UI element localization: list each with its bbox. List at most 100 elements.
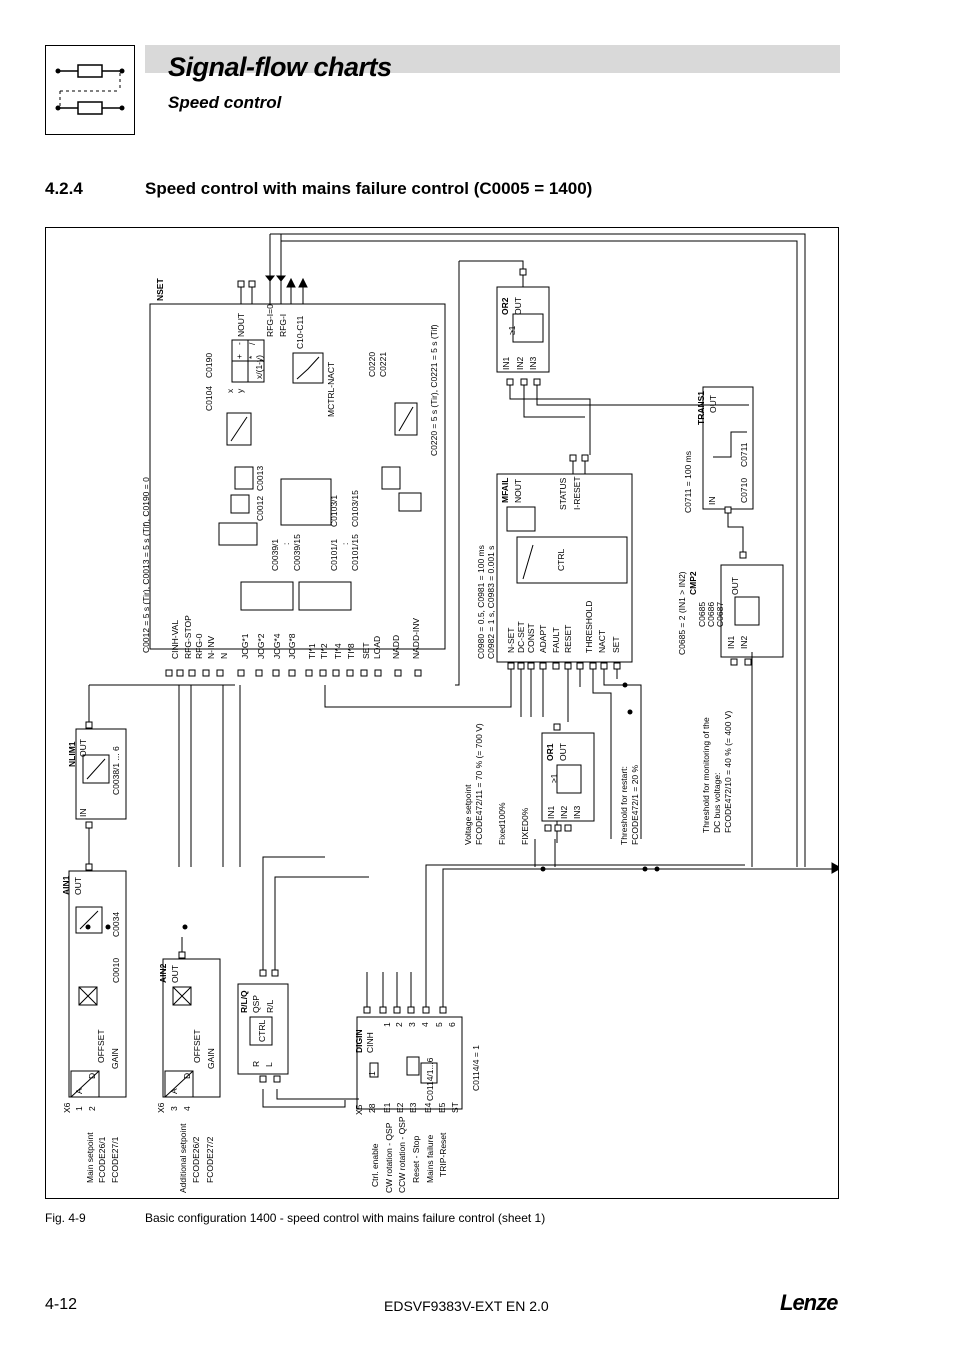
ain1-term-1: 1 xyxy=(74,1106,84,1111)
nlim1-out: OUT xyxy=(78,739,88,757)
or2-in3: IN3 xyxy=(528,357,538,371)
digin-title: DIGIN xyxy=(354,1029,364,1053)
digin-out-5: 5 xyxy=(434,1022,444,1027)
signal-flow-icon xyxy=(55,64,125,115)
label-mains-failure: Mains failure xyxy=(425,1135,435,1183)
label-reset-stop: Reset - Stop xyxy=(411,1135,421,1183)
label-fcode472-11: FCODE472/11 = 70 % (= 700 V) xyxy=(474,723,484,845)
ain1-code-c0034: C0034 xyxy=(111,912,121,937)
or2-out: OUT xyxy=(513,297,523,315)
mctrl-nact: MCTRL-NACT xyxy=(326,362,336,417)
code-c0220: C0220 xyxy=(367,352,377,377)
mfail-out-nout: NOUT xyxy=(513,479,523,503)
ain2-title: AIN2 xyxy=(158,963,168,983)
or1-out: OUT xyxy=(558,743,568,761)
ain2-term-3: 3 xyxy=(169,1106,179,1111)
ain1-d: D xyxy=(87,1073,97,1079)
rlq-title: R/L/Q xyxy=(239,990,249,1013)
trans1-in: IN xyxy=(707,497,717,506)
digin-term-e4: E4 xyxy=(423,1102,433,1113)
or2-title: OR2 xyxy=(500,297,510,315)
digin-term-e1: E1 xyxy=(382,1102,392,1113)
digin-out-1: 1 xyxy=(382,1022,392,1027)
code-c0101-1: C0101/1 xyxy=(329,539,339,571)
digin-one: 1 xyxy=(367,1071,377,1076)
cmp2-labels: CMP2 OUT IN1 IN2 C0685 C0686 C0687 C0685… xyxy=(677,571,749,655)
trans1-title: TRANS1 xyxy=(696,391,706,425)
nset-labels: NSET CINH-VAL RFG-STOP RFG-0 N-INV N JOG… xyxy=(141,278,439,659)
nset-in-jog4: JOG*4 xyxy=(272,633,282,659)
mfail-in-dcset: DC-SET xyxy=(516,621,526,653)
nset-out-rfg-i: RFG-I xyxy=(278,314,288,337)
nlim1-title: NLIM1 xyxy=(67,741,77,767)
ain1-title: AIN1 xyxy=(61,875,71,895)
external-labels: Main setpoint FCODE26/1 FCODE27/1 Additi… xyxy=(85,710,733,1193)
op-plus: + xyxy=(234,354,244,359)
cmp2-title: CMP2 xyxy=(688,571,698,595)
nlim1-code: C0038/1 ... 6 xyxy=(111,746,121,795)
nset-in-rfg-stop: RFG-STOP xyxy=(183,615,193,659)
label-fcode26-2: FCODE26/2 xyxy=(191,1136,201,1183)
mfail-in-reset: RESET xyxy=(563,625,573,653)
dots-c0039: : xyxy=(281,543,291,545)
ain1-gain: GAIN xyxy=(110,1048,120,1069)
trans1-labels: TRANS1 OUT IN C0710 C0711 C0711 = 100 ms xyxy=(683,391,749,513)
mfail-note2: C0982 = 1 s, C0983 = 0.001 s xyxy=(486,546,496,659)
label-ccw-rotation: CCW rotation - QSP xyxy=(397,1116,407,1193)
rlq-out-qsp: QSP xyxy=(251,995,261,1013)
or1-in2: IN2 xyxy=(559,806,569,820)
nset-in-set: SET xyxy=(361,642,371,659)
or1-in3: IN3 xyxy=(572,806,582,820)
nlim1-labels: NLIM1 OUT IN C0038/1 ... 6 xyxy=(67,739,121,817)
label-fcode26-1: FCODE26/1 xyxy=(97,1136,107,1183)
digin-x5: X5 xyxy=(354,1104,364,1115)
ain1-code-c0010: C0010 xyxy=(111,958,121,983)
digin-cinh: CINH xyxy=(365,1032,375,1053)
rlq-in-l: L xyxy=(264,1062,274,1067)
digin-note: C0114/4 = 1 xyxy=(471,1045,481,1091)
mfail-title: MFAIL xyxy=(500,478,510,504)
or2-in2: IN2 xyxy=(515,357,525,371)
label-dcbus-threshold: Threshold for monitoring of the xyxy=(701,717,711,833)
code-c0012: C0012 xyxy=(255,496,265,521)
code-c0103-15: C0103/15 xyxy=(350,490,360,527)
cmp2-code-c0686: C0686 xyxy=(706,602,716,627)
digin-out-2: 2 xyxy=(394,1022,404,1027)
label-trip-reset: TRIP-Reset xyxy=(438,1132,448,1177)
code-c0013: C0013 xyxy=(255,466,265,491)
cmp2-code-c0685: C0685 xyxy=(697,602,707,627)
ain2-labels: AIN2 OUT OFFSET GAIN X6 3 4 A D xyxy=(156,963,216,1113)
ain2-offset: OFFSET xyxy=(192,1029,202,1063)
rlq-ctrl: CTRL xyxy=(257,1020,267,1042)
chapter-icon xyxy=(45,45,135,135)
brand-logo: Lenze xyxy=(780,1290,838,1315)
ain2-x6: X6 xyxy=(156,1102,166,1113)
code-c0101-15: C0101/15 xyxy=(350,534,360,571)
label-fcode472-1: FCODE472/1 = 20 % xyxy=(630,764,640,845)
label-fixed0: FIXED0% xyxy=(520,807,530,845)
nset-in-load: LOAD xyxy=(372,636,382,659)
nset-param-note: C0012 = 5 s (Tir), C0013 = 5 s (Tif), C0… xyxy=(141,477,151,653)
nset-in-nadd-inv: NADD-INV xyxy=(411,618,421,659)
c10-c11: C10-C11 xyxy=(295,315,305,349)
trans1-code-c0710: C0710 xyxy=(739,478,749,503)
label-y: y xyxy=(235,388,245,393)
digin-code: C0114/1...6 xyxy=(425,1057,435,1101)
nset-title: NSET xyxy=(155,278,165,301)
op-formula: x/(1-y) xyxy=(254,355,264,379)
digin-term-e5: E5 xyxy=(437,1102,447,1113)
digin-out-3: 3 xyxy=(407,1022,417,1027)
op-mult: * xyxy=(247,355,257,359)
label-fcode472-10: FCODE472/10 = 40 % (= 400 V) xyxy=(723,710,733,833)
ain2-d: D xyxy=(182,1073,192,1079)
code-c0104: C0104 xyxy=(204,386,214,411)
trans1-note: C0711 = 100 ms xyxy=(683,451,693,513)
rlq-in-r: R xyxy=(251,1061,261,1067)
trans1-code-c0711: C0711 xyxy=(739,442,749,467)
nset-in-rfg-0: RFG-0 xyxy=(194,633,204,659)
nset-in-cinh-val: CINH-VAL xyxy=(170,620,180,659)
or2-labels: OR2 OUT IN1 IN2 IN3 ≥1 xyxy=(500,297,538,370)
diagram-svg: NSET CINH-VAL RFG-STOP RFG-0 N-INV N JOG… xyxy=(45,227,841,1199)
or2-in1: IN1 xyxy=(501,357,511,371)
mfail-in-const: CONST xyxy=(526,623,536,653)
